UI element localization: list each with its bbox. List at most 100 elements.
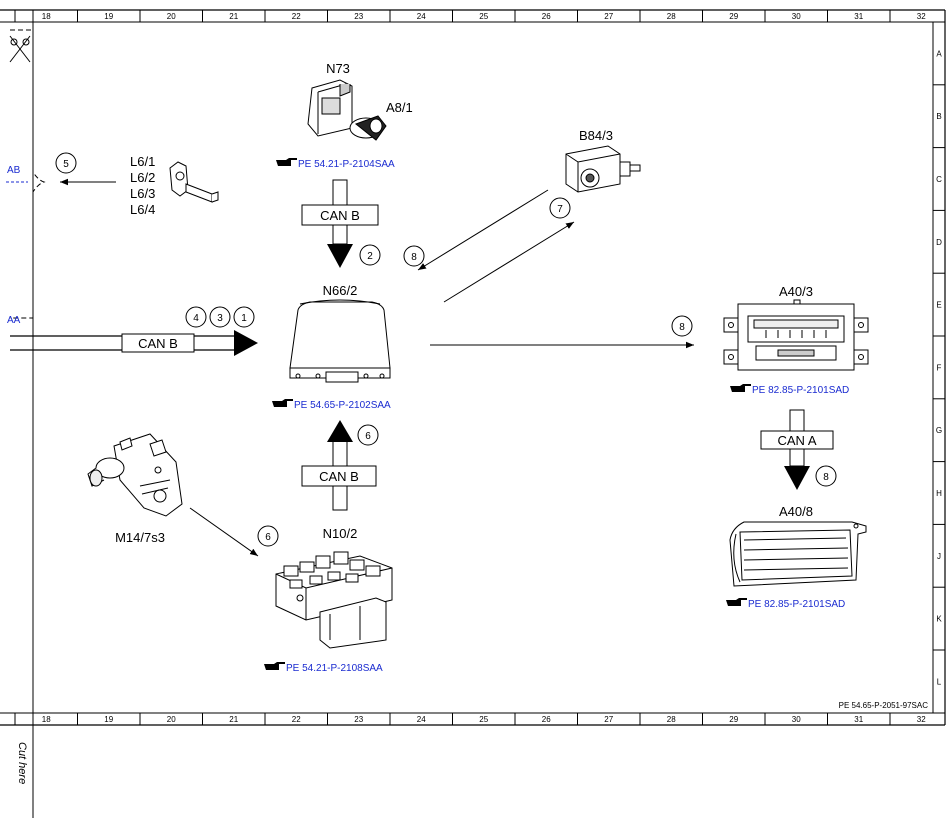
pointing-hand-icon <box>726 598 747 606</box>
n10-2-label: N10/2 <box>323 526 358 541</box>
l6-3-label: L6/3 <box>130 186 155 201</box>
column-label-31: 31 <box>854 12 863 21</box>
n66-ref[interactable]: PE 54.65-P-2102SAA <box>294 400 391 411</box>
arrow-n66-to-b84 <box>443 221 575 303</box>
row-ticks <box>933 84 945 651</box>
ignition-switch-icon <box>307 79 387 141</box>
n73-label: N73 <box>326 61 350 76</box>
column-label-20: 20 <box>167 715 176 724</box>
svg-text:6: 6 <box>265 532 271 543</box>
column-label-23: 23 <box>354 715 363 724</box>
column-label-24: 24 <box>417 12 426 21</box>
bus-bottom-label-box <box>301 465 377 487</box>
bus-right-label: CAN A <box>777 433 816 448</box>
bus-bottom-arrowhead <box>327 420 353 442</box>
column-label-25: 25 <box>479 12 488 21</box>
bus-bottom-label: CAN B <box>319 469 359 484</box>
display-a40-8-icon <box>729 521 867 587</box>
column-label-18: 18 <box>42 715 51 724</box>
column-label-22: 22 <box>292 715 301 724</box>
motor-m14-icon <box>87 433 183 517</box>
l6-2-label: L6/2 <box>130 170 155 185</box>
b84-3-label: B84/3 <box>579 128 613 143</box>
l6-1-label: L6/1 <box>130 154 155 169</box>
row-label-A: A <box>936 49 942 58</box>
n66-ref-link[interactable]: PE 54.65-P-2102SAA <box>272 399 391 411</box>
marker-5: 5 <box>55 152 77 174</box>
n66-2-label: N66/2 <box>323 283 358 298</box>
a40-3-ref[interactable]: PE 82.85-P-2101SAD <box>752 385 849 396</box>
row-label-B: B <box>936 112 941 121</box>
column-label-23: 23 <box>354 12 363 21</box>
row-label-G: G <box>936 426 942 435</box>
bus-left-label-box <box>121 333 195 353</box>
marker-4: 4 <box>185 306 207 328</box>
marker-8-upper: 8 <box>403 245 425 267</box>
column-label-32: 32 <box>917 715 926 724</box>
svg-text:1: 1 <box>241 313 247 324</box>
l6-label-group: L6/1 L6/2 L6/3 L6/4 <box>130 154 155 217</box>
column-label-21: 21 <box>229 715 238 724</box>
n10-ref[interactable]: PE 54.21-P-2108SAA <box>286 663 383 674</box>
svg-text:8: 8 <box>823 472 829 483</box>
row-label-D: D <box>936 238 942 247</box>
n73-ref[interactable]: PE 54.21-P-2104SAA <box>298 159 395 170</box>
left-partial-ab: AB <box>7 165 21 176</box>
row-label-F: F <box>937 363 942 372</box>
svg-text:6: 6 <box>365 431 371 442</box>
control-unit-n66-icon <box>289 299 391 383</box>
marker-6-upper: 6 <box>357 424 379 446</box>
column-label-28: 28 <box>667 12 676 21</box>
camera-b84-icon <box>565 145 641 193</box>
pointing-hand-icon <box>264 662 285 670</box>
marker-8-right: 8 <box>815 465 837 487</box>
column-label-19: 19 <box>104 715 113 724</box>
row-label-J: J <box>937 552 941 561</box>
arrow-b84-to-n66 <box>417 189 549 271</box>
marker-7: 7 <box>549 197 571 219</box>
bus-right-label-box <box>760 430 834 450</box>
m14-7s3-label: M14/7s3 <box>115 530 165 545</box>
n10-ref-link[interactable]: PE 54.21-P-2108SAA <box>264 662 383 674</box>
a40-8-ref[interactable]: PE 82.85-P-2101SAD <box>748 599 845 610</box>
bus-top-arrowhead <box>327 244 353 268</box>
bus-right-arrowhead <box>784 466 810 490</box>
row-label-L: L <box>937 677 942 686</box>
bus-left-label: CAN B <box>138 336 178 351</box>
column-label-25: 25 <box>479 715 488 724</box>
column-label-24: 24 <box>417 715 426 724</box>
pointing-hand-icon <box>730 384 751 392</box>
marker-3: 3 <box>209 306 231 328</box>
column-label-27: 27 <box>604 715 613 724</box>
column-label-18: 18 <box>42 12 51 21</box>
left-partial-aa: AA <box>7 315 21 326</box>
column-label-27: 27 <box>604 12 613 21</box>
pointing-hand-icon <box>272 399 293 407</box>
a40-3-label: A40/3 <box>779 284 813 299</box>
row-label-E: E <box>936 301 941 310</box>
n73-ref-link[interactable]: PE 54.21-P-2104SAA <box>276 158 395 170</box>
column-label-28: 28 <box>667 715 676 724</box>
bus-top-label-box <box>301 204 379 226</box>
column-label-26: 26 <box>542 12 551 21</box>
svg-text:8: 8 <box>411 252 417 263</box>
a40-8-ref-link[interactable]: PE 82.85-P-2101SAD <box>726 598 845 610</box>
column-label-30: 30 <box>792 715 801 724</box>
a40-8-label: A40/8 <box>779 504 813 519</box>
marker-6-lower: 6 <box>257 525 279 547</box>
bus-left-arrowhead <box>234 330 258 356</box>
a40-3-ref-link[interactable]: PE 82.85-P-2101SAD <box>730 384 849 396</box>
bus-top-label: CAN B <box>320 208 360 223</box>
column-label-26: 26 <box>542 715 551 724</box>
column-ticks <box>14 10 891 725</box>
row-label-C: C <box>936 175 942 184</box>
drawing-frame <box>0 9 946 818</box>
row-label-K: K <box>936 615 942 624</box>
column-label-20: 20 <box>167 12 176 21</box>
sensor-l6-icon <box>169 161 219 203</box>
document-id: PE 54.65-P-2051-97SAC <box>839 701 929 710</box>
arrow-m14-to-n10 <box>189 507 259 557</box>
